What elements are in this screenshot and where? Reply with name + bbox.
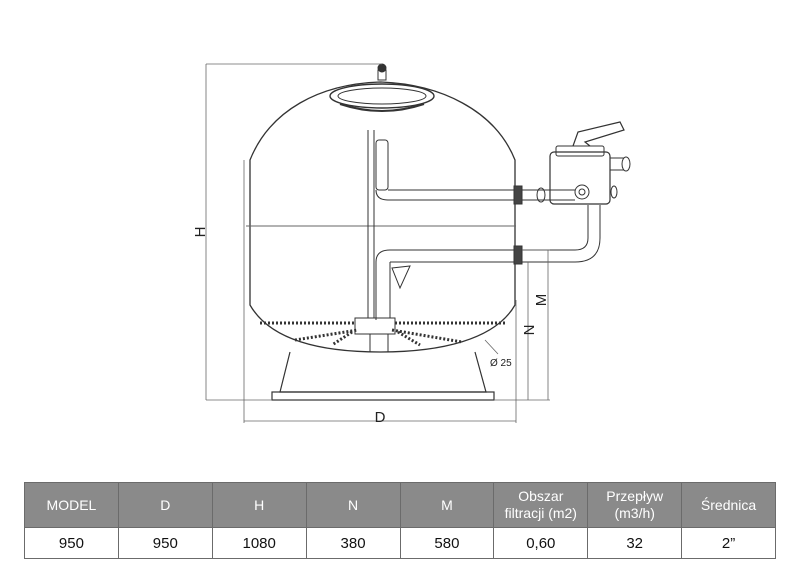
collector-drain <box>369 333 389 353</box>
collector-hub <box>354 317 396 335</box>
pipe-union-upper <box>513 185 523 205</box>
tank-body <box>249 81 516 353</box>
cell-flow: 32 <box>587 527 683 559</box>
lid-neck <box>339 103 425 112</box>
cell-d: 950 <box>117 527 213 559</box>
valve-side-port-top <box>621 156 631 172</box>
port-ring <box>536 187 546 203</box>
header-flow: Przepływ (m3/h) <box>587 482 683 528</box>
label-m: M <box>533 294 550 307</box>
cell-diameter: 2” <box>681 527 776 559</box>
header-diameter: Średnica <box>681 482 776 528</box>
table-row: 950 950 1080 380 580 0,60 32 2” <box>24 527 776 559</box>
spec-table-header-row: MODEL D H N M Obszar filtracji (m2) Prze… <box>24 482 776 528</box>
lid-knob <box>377 63 387 73</box>
base-plate <box>271 391 495 401</box>
lid-inner <box>337 87 427 105</box>
upper-pipe-riser <box>375 139 389 191</box>
label-d: D <box>375 409 386 426</box>
header-h: H <box>211 482 307 528</box>
return-pipe <box>520 205 601 263</box>
valve-lever <box>572 121 625 147</box>
valve-side-port-bottom <box>610 185 618 199</box>
upper-pipe-elbow <box>375 189 515 201</box>
pipe-union-lower <box>513 245 523 265</box>
outlet-pipe <box>520 189 575 201</box>
lower-diffuser <box>391 265 411 290</box>
header-d: D <box>117 482 213 528</box>
header-model: MODEL <box>24 482 119 528</box>
cell-h: 1080 <box>211 527 307 559</box>
label-lateral-diameter: Ø 25 <box>490 358 512 369</box>
valve-body <box>549 151 611 205</box>
cell-m: 580 <box>399 527 495 559</box>
lid-outer <box>329 83 435 109</box>
lateral-arms <box>260 321 505 347</box>
cell-filtration-area: 0,60 <box>493 527 589 559</box>
header-n: N <box>305 482 401 528</box>
leader-25 <box>484 339 499 355</box>
cell-n: 380 <box>305 527 401 559</box>
tank-base <box>279 351 487 393</box>
header-m: M <box>399 482 495 528</box>
valve-cap <box>555 145 605 157</box>
spec-table: MODEL D H N M Obszar filtracji (m2) Prze… <box>24 482 776 559</box>
label-n: N <box>521 325 538 336</box>
cell-model: 950 <box>24 527 119 559</box>
lower-pipe <box>375 249 515 320</box>
label-h: H <box>192 227 209 238</box>
valve-front-port <box>574 184 590 200</box>
sand-filter-drawing: H D M N Ø 25 <box>192 63 631 426</box>
header-filtration-area: Obszar filtracji (m2) <box>493 482 589 528</box>
